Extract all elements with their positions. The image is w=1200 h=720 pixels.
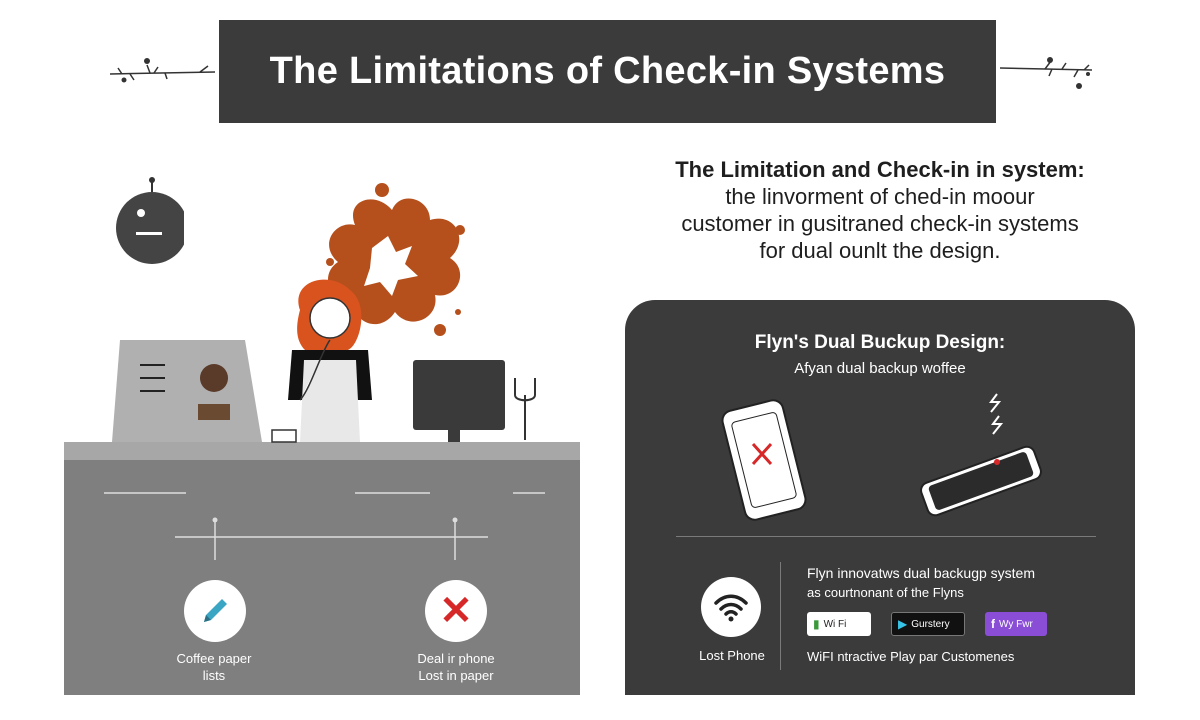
- counter-top: [64, 442, 580, 462]
- wifi-badge: [701, 577, 761, 637]
- title-banner: The Limitations of Check-in Systems: [219, 20, 996, 123]
- reception-counter: [64, 460, 580, 695]
- caption-line: lists: [202, 668, 226, 683]
- info-line-2: as courtnonant of the Flyns: [807, 585, 964, 600]
- reception-scene: [104, 183, 545, 560]
- caption-line: Deal ir phone: [417, 651, 495, 666]
- wifi-store-badge[interactable]: ▮ Wi Fi: [807, 612, 871, 636]
- intro-line-1: The Limitation and Check-in in system:: [675, 157, 1085, 182]
- play-store-badge[interactable]: ▶ Gurstery: [891, 612, 965, 636]
- page-title: The Limitations of Check-in Systems: [269, 50, 946, 92]
- store-badges: ▮ Wi Fi ▶ Gurstery f Wy Fwr: [807, 612, 1047, 636]
- caption-line: Coffee paper: [176, 651, 252, 666]
- branch-ornament-left: [110, 58, 216, 83]
- caption-line: Lost in paper: [418, 668, 494, 683]
- cross-badge: ✕: [425, 580, 487, 642]
- staff-woman-illustration: [288, 279, 372, 442]
- info-line-1: Flyn innovatws dual backugp system: [807, 565, 1035, 581]
- wifi-store-label: Wi Fi: [823, 618, 847, 630]
- panel-divider-vertical: [780, 562, 781, 670]
- branch-ornament-right: [1000, 57, 1093, 89]
- facebook-label: Wy Fwr: [999, 618, 1033, 630]
- panel-subtitle: Afyan dual backup woffee: [794, 360, 966, 377]
- coffee-splash-icon: [326, 183, 465, 336]
- intro-line-3: customer in gusitraned check-in systems: [681, 211, 1079, 236]
- intro-text: The Limitation and Check-in in system: t…: [620, 156, 1140, 264]
- intro-line-4: for dual ounlt the design.: [759, 238, 1001, 263]
- intro-line-2: the linvorment of ched-in moour: [725, 184, 1035, 209]
- robot-icon: [116, 177, 184, 264]
- lost-phone-label: Lost Phone: [699, 648, 765, 663]
- facebook-badge[interactable]: f Wy Fwr: [985, 612, 1047, 636]
- cross-icon: ✕: [439, 589, 473, 633]
- panel-divider: [676, 536, 1096, 537]
- wifi-icon: [714, 594, 748, 622]
- lying-phone-icon: [920, 445, 1042, 517]
- panel-footer: WiFI ntractive Play par Customenes: [807, 649, 1015, 664]
- panel-title: Flyn's Dual Buckup Design:: [754, 332, 1006, 353]
- pencil-icon: [204, 599, 227, 622]
- play-store-label: Gurstery: [911, 618, 950, 630]
- caption-coffee-paper: Coffee paper lists: [134, 650, 294, 684]
- phone-error-icon: [721, 399, 807, 521]
- caption-deal-phone: Deal ir phone Lost in paper: [376, 650, 536, 684]
- facebook-icon: f: [991, 617, 995, 631]
- play-icon: ▶: [898, 617, 908, 631]
- phones-illustration: [721, 393, 1042, 521]
- wifi-small-icon: ▮: [813, 617, 820, 631]
- pencil-badge: [184, 580, 246, 642]
